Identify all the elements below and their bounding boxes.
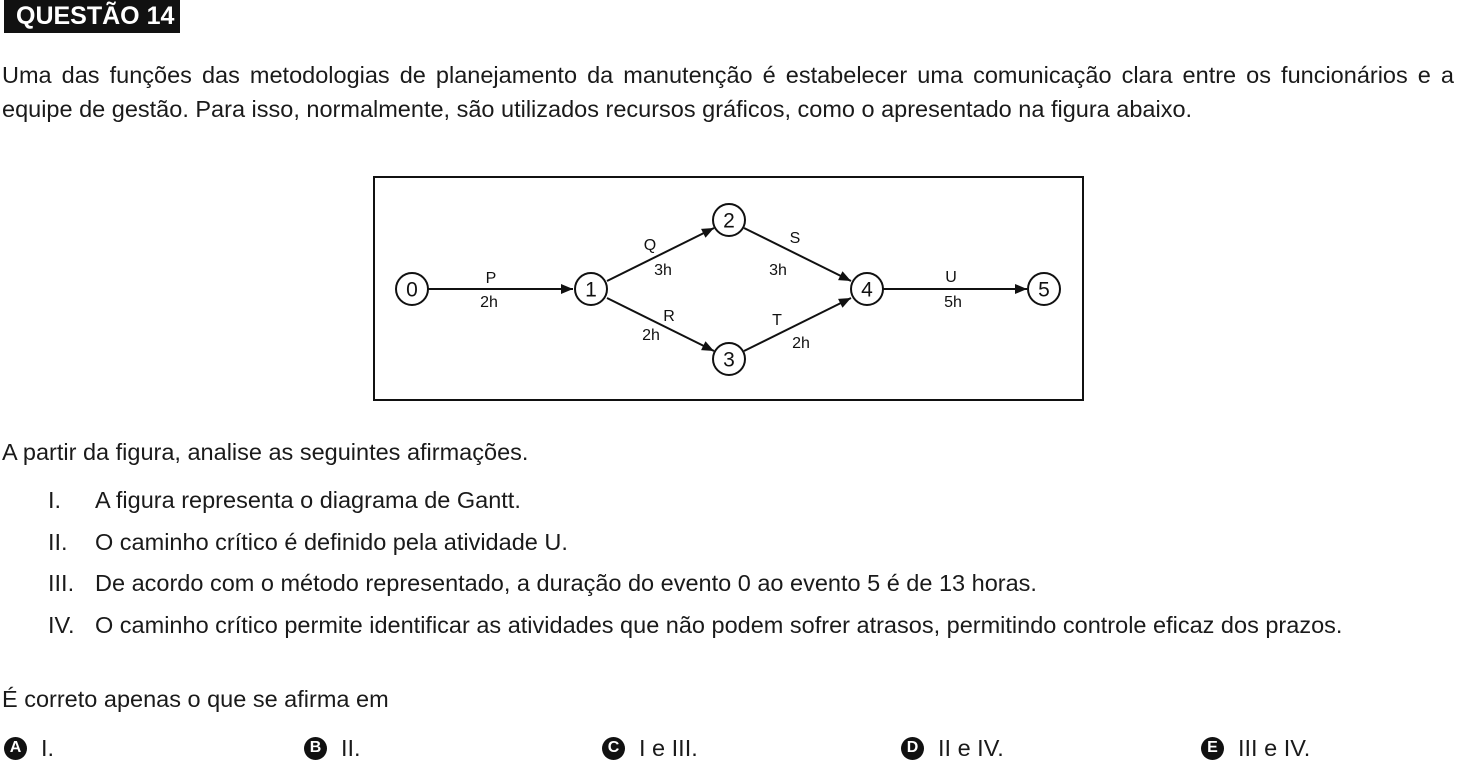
- option-text: III e IV.: [1238, 734, 1311, 761]
- edge-label-r: R: [663, 308, 675, 325]
- edge-duration-t: 2h: [792, 335, 810, 352]
- statement-number: II.: [48, 529, 68, 555]
- edge-duration-s: 3h: [769, 262, 787, 279]
- node-5: 5: [1027, 272, 1061, 306]
- question-title: QUESTÃO 14: [4, 0, 181, 33]
- svg-text:5: 5: [1038, 279, 1050, 302]
- option-letter-badge: C: [602, 736, 625, 760]
- option-letter-badge: A: [4, 736, 27, 760]
- question-closing: É correto apenas o que se afirma em: [2, 686, 389, 712]
- node-2: 2: [712, 203, 746, 237]
- edge-label-p: P: [486, 270, 497, 287]
- option-letter-badge: E: [1201, 736, 1224, 760]
- network-svg: P 2h Q 3h R 2h S 3h T 2h U 5h 0 1 2 3: [395, 203, 1061, 376]
- edge-duration-r: 2h: [642, 327, 660, 344]
- statement-text: A figura representa o diagrama de Gantt.: [95, 487, 521, 513]
- svg-text:4: 4: [861, 279, 873, 302]
- statement-number: III.: [48, 570, 75, 596]
- statement-text: O caminho crítico permite identificar as…: [95, 612, 1343, 638]
- option-letter-badge: D: [901, 736, 924, 760]
- edge-1-3: [606, 297, 715, 352]
- edge-1-2: [606, 227, 715, 282]
- option-text: I.: [41, 734, 55, 761]
- edge-2-4: [743, 227, 852, 282]
- svg-text:0: 0: [406, 279, 418, 302]
- node-1: 1: [574, 272, 608, 306]
- activity-network-diagram: P 2h Q 3h R 2h S 3h T 2h U 5h 0 1 2 3: [373, 176, 1084, 401]
- node-0: 0: [395, 272, 429, 306]
- edge-duration-u: 5h: [944, 294, 962, 311]
- edge-label-s: S: [790, 230, 801, 247]
- option-e[interactable]: E III e IV.: [1201, 733, 1310, 763]
- edge-duration-p: 2h: [480, 294, 498, 311]
- question-intro: Uma das funções das metodologias de plan…: [2, 62, 1454, 122]
- edge-label-q: Q: [644, 237, 656, 254]
- statement-text: De acordo com o método representado, a d…: [95, 570, 1037, 596]
- edge-label-t: T: [772, 312, 782, 329]
- edge-duration-q: 3h: [654, 262, 672, 279]
- option-d[interactable]: D II e IV.: [901, 733, 1004, 763]
- node-3: 3: [712, 342, 746, 376]
- option-b[interactable]: B II.: [304, 733, 361, 763]
- svg-text:2: 2: [723, 210, 735, 233]
- option-text: II e IV.: [938, 734, 1004, 761]
- option-text: I e III.: [639, 734, 698, 761]
- option-text: II.: [341, 734, 361, 761]
- edge-3-4: [743, 297, 852, 352]
- option-c[interactable]: C I e III.: [602, 733, 698, 763]
- edge-label-u: U: [945, 269, 957, 286]
- node-4: 4: [850, 272, 884, 306]
- statement-number: I.: [48, 487, 62, 513]
- statement-text: O caminho crítico é definido pela ativid…: [95, 529, 568, 555]
- option-a[interactable]: A I.: [4, 733, 54, 763]
- svg-text:3: 3: [723, 349, 735, 372]
- svg-text:1: 1: [585, 279, 597, 302]
- statement-number: IV.: [48, 612, 75, 638]
- statements-lead: A partir da figura, analise as seguintes…: [2, 439, 529, 465]
- option-letter-badge: B: [304, 736, 327, 760]
